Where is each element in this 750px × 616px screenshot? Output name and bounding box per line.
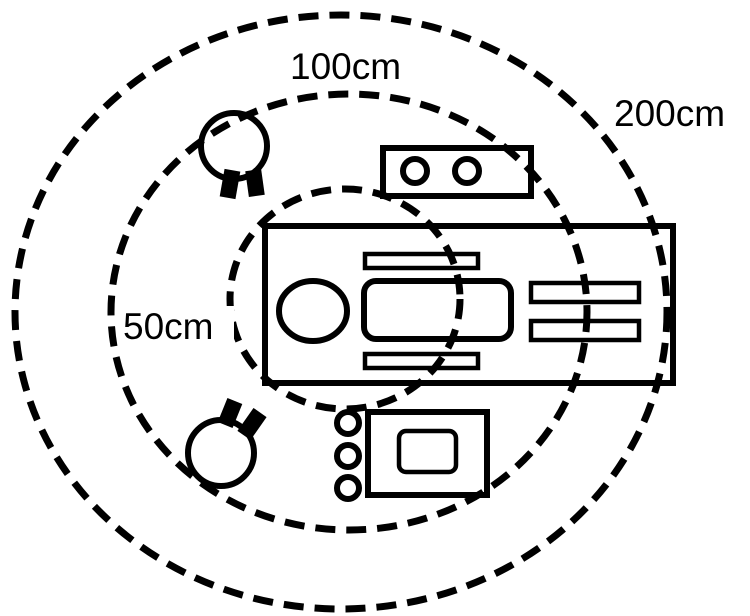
label-50cm-backdrop — [122, 306, 234, 346]
zone-label-50cm: 50cm — [123, 306, 213, 347]
upper-leg-bar — [528, 280, 642, 305]
monitor-cart-wheel-3 — [334, 474, 362, 502]
lower-leg-bar — [528, 318, 642, 343]
body-torso — [361, 278, 514, 342]
person-top-head — [198, 110, 270, 182]
zone-100cm-ring — [107, 90, 591, 534]
label-100cm-backdrop — [288, 46, 422, 86]
top-equipment-cart — [380, 145, 534, 199]
person-bottom-shoulder-left — [217, 397, 243, 429]
zone-label-200cm: 200cm — [614, 93, 725, 134]
person-bottom-shoulder-right — [237, 407, 267, 441]
head-pillow — [276, 278, 350, 344]
lower-arm-bar — [362, 351, 481, 371]
upper-arm-bar — [362, 251, 481, 271]
zone-50cm-ring — [226, 185, 464, 413]
zone-200cm-ring — [11, 11, 671, 613]
label-200cm-backdrop — [612, 93, 746, 133]
cart-wheel-left — [400, 156, 430, 186]
person-top-shoulder-left — [219, 168, 241, 200]
monitor-cart-wheel-1 — [334, 409, 362, 437]
monitor-cart-wheel-2 — [334, 442, 362, 470]
cart-wheel-right — [452, 156, 482, 186]
person-top-shoulder-right — [245, 169, 265, 197]
monitor-screen — [396, 428, 459, 475]
bottom-monitor-cart — [365, 409, 490, 498]
operating-table — [262, 223, 676, 386]
zone-label-100cm: 100cm — [290, 46, 401, 87]
